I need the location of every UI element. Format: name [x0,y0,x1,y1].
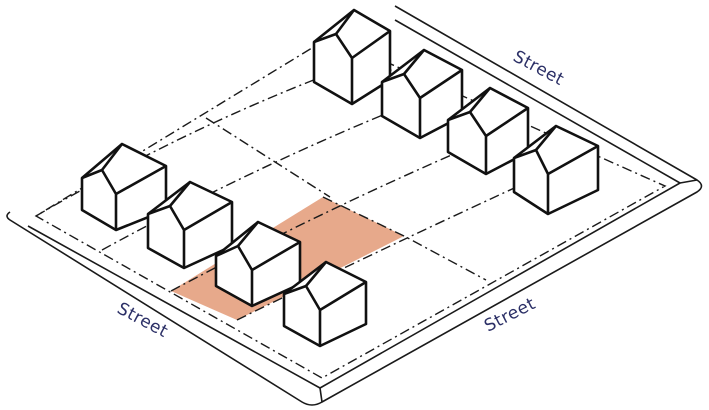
street-label-bottom-left: Street [114,299,172,342]
street-inner-edge [27,19,681,389]
house-4 [512,124,600,216]
street-label-top-right: Street [510,47,568,90]
house-6 [146,180,234,270]
house-2 [380,48,464,140]
house-1 [312,8,392,106]
cross-line-left [205,117,331,198]
house-7 [214,220,302,308]
street-corner-right [679,179,698,184]
street-corner-bottom [319,387,323,403]
houses [80,8,600,348]
house-3 [446,86,530,176]
street-label-bottom-right: Street [481,294,539,337]
cross-line-center [322,196,487,281]
lot-line-upper [35,60,365,217]
house-8 [282,260,368,348]
street-outlines [6,5,703,406]
street-outer-edge [6,5,703,406]
